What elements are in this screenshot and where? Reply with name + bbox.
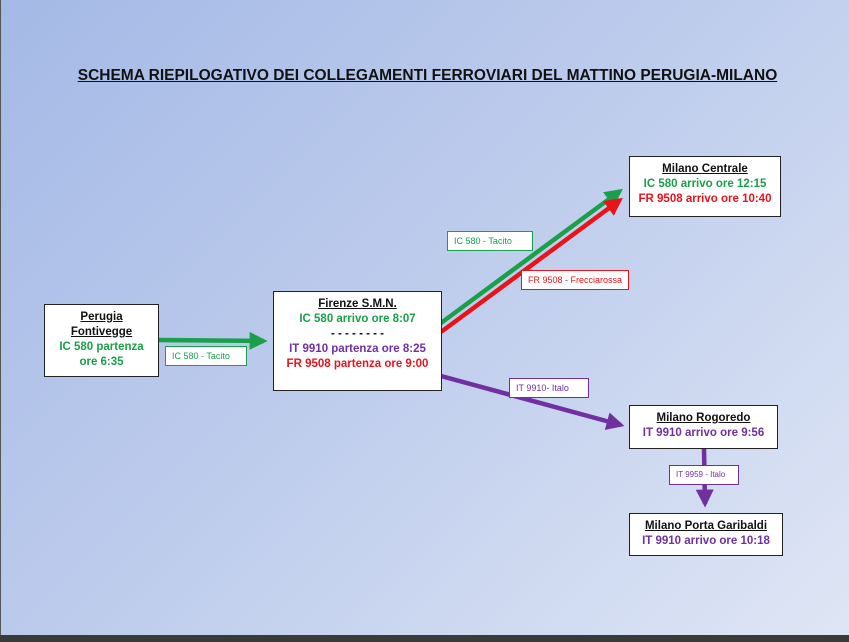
node-detail: FR 9508 partenza ore 9:00 [286,358,429,370]
node-name: Fontivegge [70,326,133,338]
edge-label-firenze-rogoredo: IT 9910- Italo [509,378,589,398]
node-name: Firenze S.M.N. [318,298,397,310]
edge-label-firenze-centrale-fr: FR 9508 - Frecciarossa [521,270,629,290]
node-name: Perugia [80,311,123,323]
node-separator: - - - - - - - - [330,328,384,340]
node-milano-rogoredo: Milano Rogoredo IT 9910 arrivo ore 9:56 [629,405,778,449]
edge-label-rogoredo-garibaldi: IT 9959 - Italo [669,465,739,485]
node-milano-centrale: Milano Centrale IC 580 arrivo ore 12:15 … [629,156,781,217]
node-milano-porta-garibaldi: Milano Porta Garibaldi IT 9910 arrivo or… [629,513,783,556]
edge-label-firenze-centrale-ic: IC 580 - Tacito [447,231,533,251]
node-name: Milano Rogoredo [656,412,751,424]
node-detail: IT 9910 partenza ore 8:25 [289,343,426,355]
arrow-firenze-rogoredo [440,373,625,430]
bottom-bar [0,635,849,642]
node-detail: IT 9910 arrivo ore 9:56 [642,427,765,439]
arrow-perugia-firenze [157,331,268,350]
node-detail: IC 580 arrivo ore 8:07 [299,313,416,325]
node-detail: IC 580 arrivo ore 12:15 [643,178,767,190]
arrow-firenze-centrale-ic [439,188,623,325]
arrow-firenze-centrale-fr [439,197,623,334]
edge-label-perugia-firenze: IC 580 - Tacito [165,346,247,366]
left-border [0,0,1,635]
node-name: Milano Porta Garibaldi [644,520,768,532]
node-detail: ore 6:35 [79,356,124,368]
node-detail: FR 9508 arrivo ore 10:40 [638,193,772,205]
diagram-title: SCHEMA RIEPILOGATIVO DEI COLLEGAMENTI FE… [77,67,778,84]
node-firenze-smn: Firenze S.M.N. IC 580 arrivo ore 8:07 - … [273,291,442,391]
node-name: Milano Centrale [662,163,748,175]
node-perugia-fontivegge: Perugia Fontivegge IC 580 partenza ore 6… [44,304,159,377]
node-detail: IT 9910 arrivo ore 10:18 [642,535,770,547]
node-detail: IC 580 partenza [59,341,144,353]
